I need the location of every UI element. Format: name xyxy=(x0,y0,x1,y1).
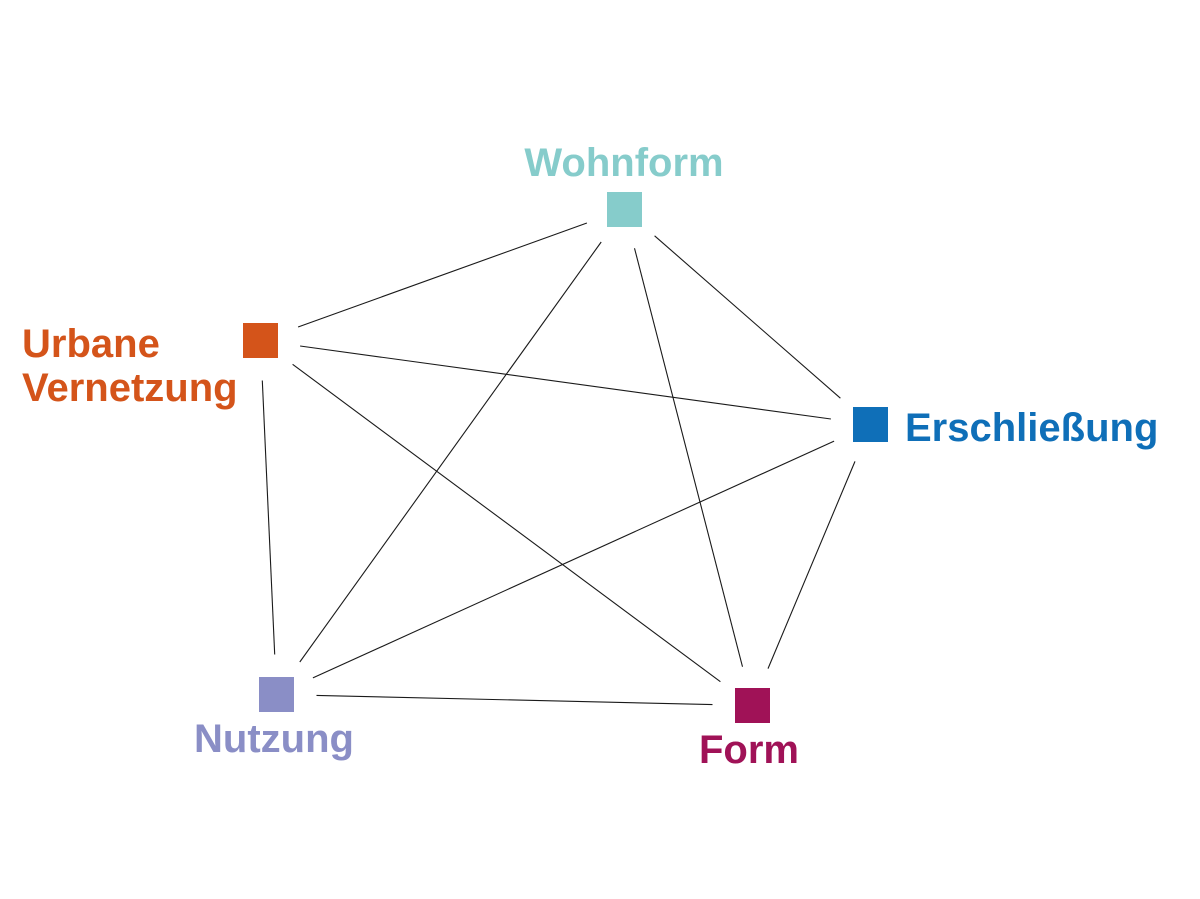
edge-wohnform-erschliessung xyxy=(654,235,841,399)
node-label-line: Vernetzung xyxy=(22,366,238,410)
node-label-line: Form xyxy=(699,728,799,772)
edge-erschliessung-form xyxy=(767,461,856,669)
node-marker-nutzung xyxy=(259,677,294,712)
node-label-line: Wohnform xyxy=(524,141,723,185)
node-label-wohnform: Wohnform xyxy=(524,141,723,185)
node-label-line: Erschließung xyxy=(905,406,1158,450)
edge-wohnform-form xyxy=(633,248,744,667)
node-marker-form xyxy=(735,688,770,723)
node-label-form: Form xyxy=(699,728,799,772)
edge-urbane-vernetzung-form xyxy=(292,363,721,683)
edge-urbane-vernetzung-erschliessung xyxy=(300,345,831,420)
node-marker-wohnform xyxy=(607,192,642,227)
edge-wohnform-nutzung xyxy=(299,241,602,663)
edge-nutzung-form xyxy=(316,694,713,706)
edges xyxy=(261,222,856,706)
edge-urbane-vernetzung-nutzung xyxy=(261,380,276,655)
node-marker-urbane-vernetzung xyxy=(243,323,278,358)
node-form: Form xyxy=(699,688,799,772)
node-erschliessung: Erschließung xyxy=(853,406,1158,450)
edge-wohnform-urbane-vernetzung xyxy=(297,222,588,328)
edge-erschliessung-nutzung xyxy=(312,440,835,679)
node-label-line: Urbane xyxy=(22,322,160,366)
node-marker-erschliessung xyxy=(853,407,888,442)
node-label-nutzung: Nutzung xyxy=(194,717,354,761)
node-label-erschliessung: Erschließung xyxy=(905,406,1158,450)
node-nutzung: Nutzung xyxy=(194,677,354,761)
node-wohnform: Wohnform xyxy=(524,141,724,227)
node-label-line: Nutzung xyxy=(194,717,354,761)
